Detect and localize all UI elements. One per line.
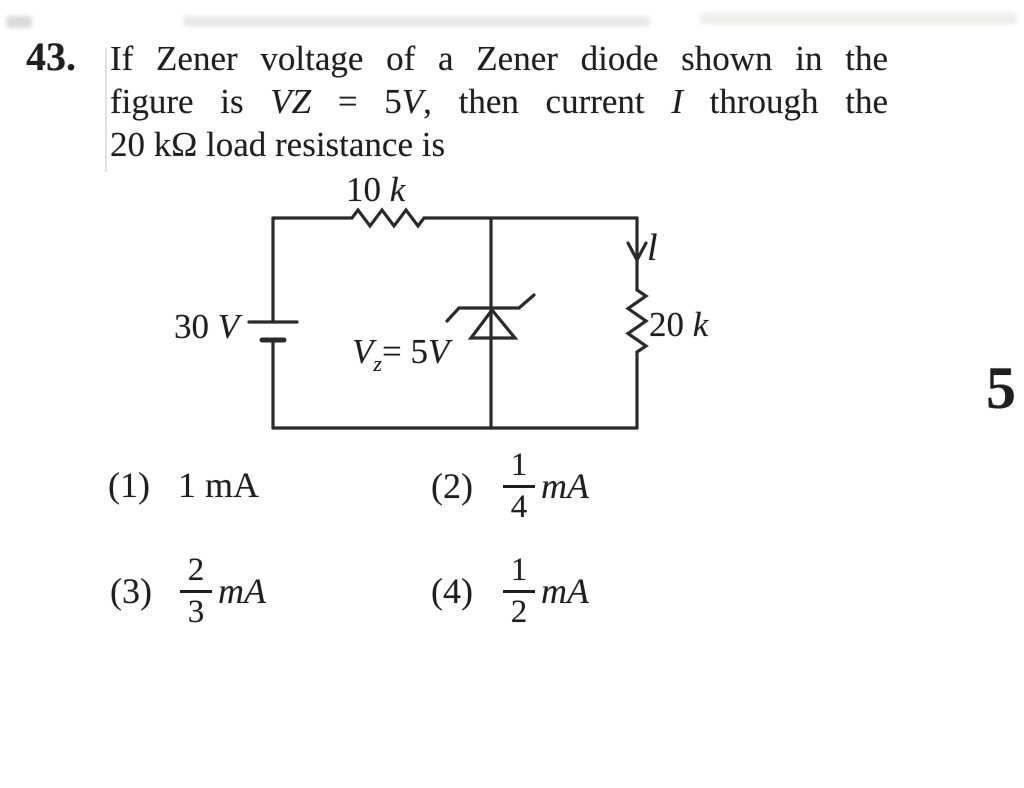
resistor-unit: k <box>389 170 406 209</box>
zener-voltage-label: Vz= 5V <box>352 332 450 374</box>
option-4-label: (4) <box>431 571 473 611</box>
top-resistor-label: 10 k <box>346 170 406 210</box>
current-arrowhead <box>626 241 648 264</box>
option-3-unit: mA <box>217 571 266 611</box>
fraction-denominator: 2 <box>510 593 528 630</box>
page-margin-number: 5 <box>986 355 1016 421</box>
question-line-2: figure is VZ = 5V, then current I throug… <box>110 80 888 124</box>
fraction-numerator: 2 <box>187 551 205 588</box>
battery-value: 30 <box>174 307 218 346</box>
option-2: (2) 1 4 mA <box>431 448 589 524</box>
option-4: (4) 1 2 mA <box>431 549 589 633</box>
fraction-numerator: 1 <box>510 446 528 483</box>
load-unit: k <box>692 305 709 344</box>
question-line2-text: , then current <box>423 82 672 121</box>
fraction-denominator: 4 <box>510 488 528 525</box>
fraction: 1 2 <box>502 551 535 630</box>
option-3-label: (3) <box>110 571 152 611</box>
fraction-bar <box>179 589 212 593</box>
scan-smudge <box>6 16 32 28</box>
question-line-3: 20 kΩ load resistance is <box>110 125 446 164</box>
scan-smudge <box>700 13 1017 24</box>
battery-label: 30 V <box>174 307 240 347</box>
option-4-value: 1 2 mA <box>502 551 589 630</box>
zener-unit: V <box>427 332 450 371</box>
load-resistor-zigzag <box>625 288 649 354</box>
fraction-numerator: 1 <box>510 551 528 588</box>
unit-volt: V <box>401 82 424 121</box>
option-3-value: 2 3 mA <box>179 551 266 630</box>
option-1-label: (1) <box>108 465 150 505</box>
option-3: (3) 2 3 mA <box>110 549 266 633</box>
load-resistor-label: 20 k <box>649 305 709 345</box>
zener-equals: = 5 <box>381 332 428 371</box>
zener-subscript: z <box>373 351 382 376</box>
question-line2-text: through the <box>682 82 888 121</box>
top-wire-with-resistor <box>271 207 639 229</box>
battery-unit: V <box>217 307 240 346</box>
option-2-label: (2) <box>431 466 473 506</box>
question-number: 43. <box>26 34 76 79</box>
option-2-unit: mA <box>540 466 589 506</box>
fraction-bar <box>502 484 535 488</box>
question-line-1: If Zener voltage of a Zener diode shown … <box>110 39 888 78</box>
zener-anode-triangle <box>467 307 519 340</box>
fraction: 2 3 <box>179 551 212 630</box>
option-1-value: 1 mA <box>177 465 259 505</box>
option-2-value: 1 4 mA <box>502 446 589 525</box>
scan-smudge <box>183 16 650 27</box>
option-1: (1) 1 mA <box>108 450 259 520</box>
option-4-unit: mA <box>540 571 589 611</box>
variable-current: I <box>671 82 683 121</box>
current-label: l <box>647 227 658 269</box>
fraction-denominator: 3 <box>187 593 205 630</box>
variable-vz: VZ <box>270 82 312 121</box>
fraction: 1 4 <box>502 446 535 525</box>
zener-variable: V <box>352 332 374 371</box>
equals-five: = 5 <box>311 82 402 121</box>
column-divider-line <box>105 48 107 172</box>
load-value: 20 <box>649 305 693 344</box>
question-line2-text: figure is <box>110 82 271 121</box>
zener-cathode-bar <box>445 293 536 323</box>
resistor-value: 10 <box>346 170 390 209</box>
fraction-bar <box>502 589 535 593</box>
